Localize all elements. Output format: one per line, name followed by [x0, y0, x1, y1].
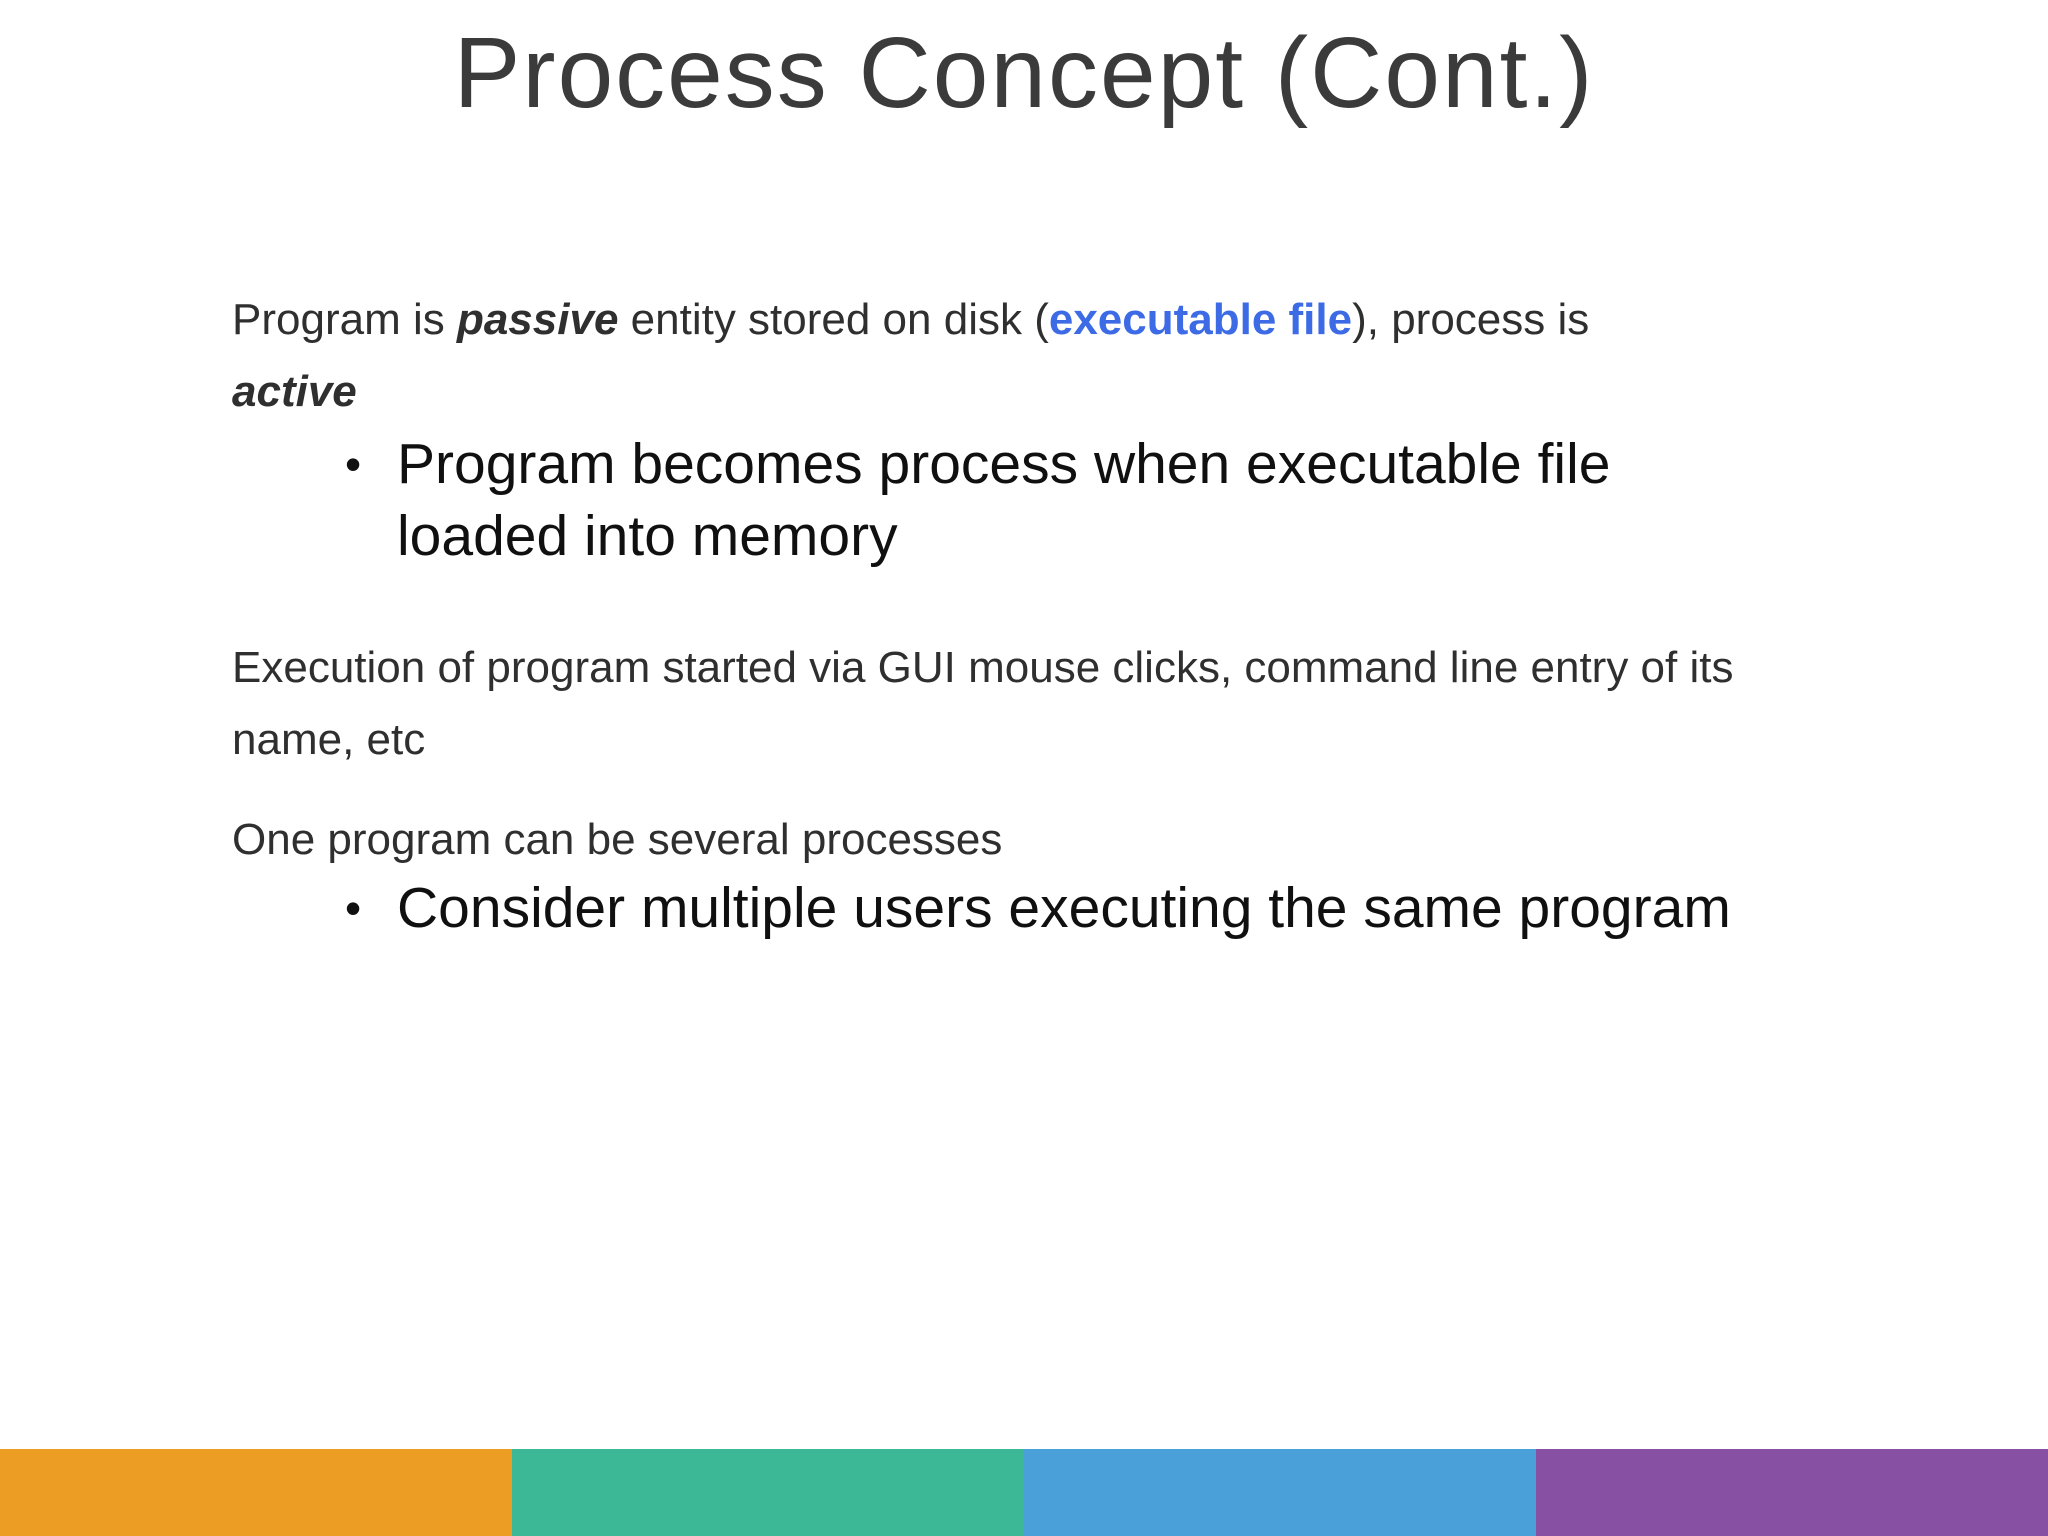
- intro-text-3: ), process is: [1352, 295, 1590, 344]
- footer-bar-segment-purple: [1536, 1449, 2048, 1536]
- slide-title: Process Concept (Cont.): [453, 17, 1595, 129]
- active-emphasis: active: [232, 367, 357, 416]
- paragraph-one-program: One program can be several processes: [232, 815, 1003, 864]
- footer-color-bar: [0, 1449, 2048, 1536]
- paragraph-execution: Execution of program started via GUI mou…: [232, 643, 1734, 764]
- footer-bar-segment-teal: [512, 1449, 1024, 1536]
- bullet-icon: •: [345, 438, 362, 490]
- bullet-text: Program becomes process when executable …: [397, 432, 1611, 568]
- intro-paragraph: Program is passive entity stored on disk…: [232, 284, 1589, 428]
- bullet-text: Consider multiple users executing the sa…: [397, 876, 1731, 940]
- footer-bar-segment-orange: [0, 1449, 512, 1536]
- footer-bar-segment-blue: [1024, 1449, 1536, 1536]
- intro-text-2: entity stored on disk (: [618, 295, 1049, 344]
- passive-emphasis: passive: [456, 295, 619, 344]
- bullet-icon: •: [345, 882, 362, 934]
- bullet-item-consider-multiple-users: • Consider multiple users executing the …: [345, 872, 1757, 944]
- intro-text-1: Program is: [232, 295, 457, 344]
- bullet-item-program-becomes-process: • Program becomes process when executabl…: [345, 428, 1757, 572]
- executable-file-link[interactable]: executable file: [1048, 295, 1353, 344]
